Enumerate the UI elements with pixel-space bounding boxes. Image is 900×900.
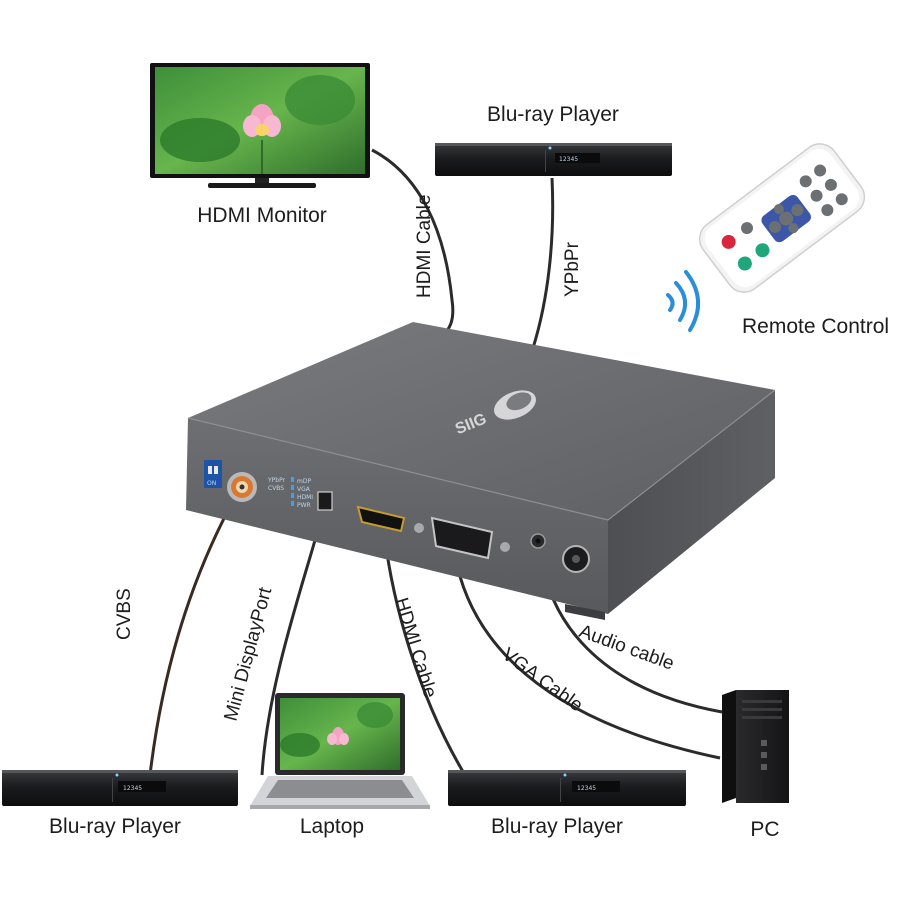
cable-label-mini-dp: Mini DisplayPort: [221, 585, 277, 724]
bluray-player-bottom: 12345 Blu-ray Player: [448, 770, 686, 838]
label-pc: PC: [750, 818, 779, 841]
cable-label-vga: VGA Cable: [498, 644, 586, 716]
dc-power-jack: [562, 545, 590, 573]
label-bluray-top: Blu-ray Player: [487, 103, 619, 126]
led-label-cvbs: CVBS: [268, 485, 284, 492]
led-label-mdp: mDP: [297, 478, 311, 485]
pc-tower: PC: [722, 690, 789, 841]
lotus-icon: [243, 104, 281, 137]
led-label-ypbpr: YPbPr: [267, 477, 286, 484]
bluray-player-top: 12345 Blu-ray Player: [435, 103, 672, 176]
cable-label-ypbpr: YPbPr: [562, 241, 583, 297]
dip-on-label: ON: [207, 480, 216, 487]
hdmi-port: [356, 505, 406, 533]
cvbs-cable: [148, 491, 240, 776]
led-label-pwr: PWR: [297, 502, 311, 509]
led-label-vga: VGA: [297, 486, 311, 493]
bluray-left-display: 12345: [123, 785, 142, 792]
vga-port: [414, 516, 510, 560]
lotus-icon: [327, 727, 349, 745]
audio-jack: [530, 533, 546, 549]
hdmi-monitor: HDMI Monitor: [150, 63, 370, 227]
label-remote-control: Remote Control: [742, 315, 889, 338]
status-leds: [291, 477, 294, 506]
label-laptop: Laptop: [300, 815, 364, 838]
bluray-player-left: 12345 Blu-ray Player: [2, 770, 238, 838]
led-label-hdmi: HDMI: [297, 494, 313, 501]
bluray-top-display: 12345: [559, 156, 578, 163]
cable-label-audio: Audio cable: [576, 621, 676, 675]
bluray-bottom-display: 12345: [577, 785, 596, 792]
hdmi-cable-top: [371, 148, 455, 340]
siig-converter-device: SIIG ON YPbPr CVBS mDP VGA HDMI PWR: [186, 322, 776, 620]
cvbs-rca-jack: [227, 472, 257, 502]
remote-dpad: [761, 194, 811, 243]
ir-signal-icon: [666, 270, 701, 332]
ypbpr-cable: [531, 177, 555, 349]
cable-label-hdmi-top: HDMI Cable: [414, 195, 435, 298]
mini-displayport-port: [317, 491, 333, 511]
label-bluray-bottom: Blu-ray Player: [491, 815, 623, 838]
label-hdmi-monitor: HDMI Monitor: [197, 204, 327, 227]
remote-control: [698, 143, 866, 293]
cable-label-hdmi-bottom: HDMI Cable: [390, 595, 440, 700]
dip-switch[interactable]: ON: [204, 460, 222, 488]
laptop: Laptop: [250, 693, 430, 838]
vga-cable: [453, 554, 721, 760]
label-bluray-left: Blu-ray Player: [49, 815, 181, 838]
cable-label-cvbs: CVBS: [114, 588, 135, 640]
